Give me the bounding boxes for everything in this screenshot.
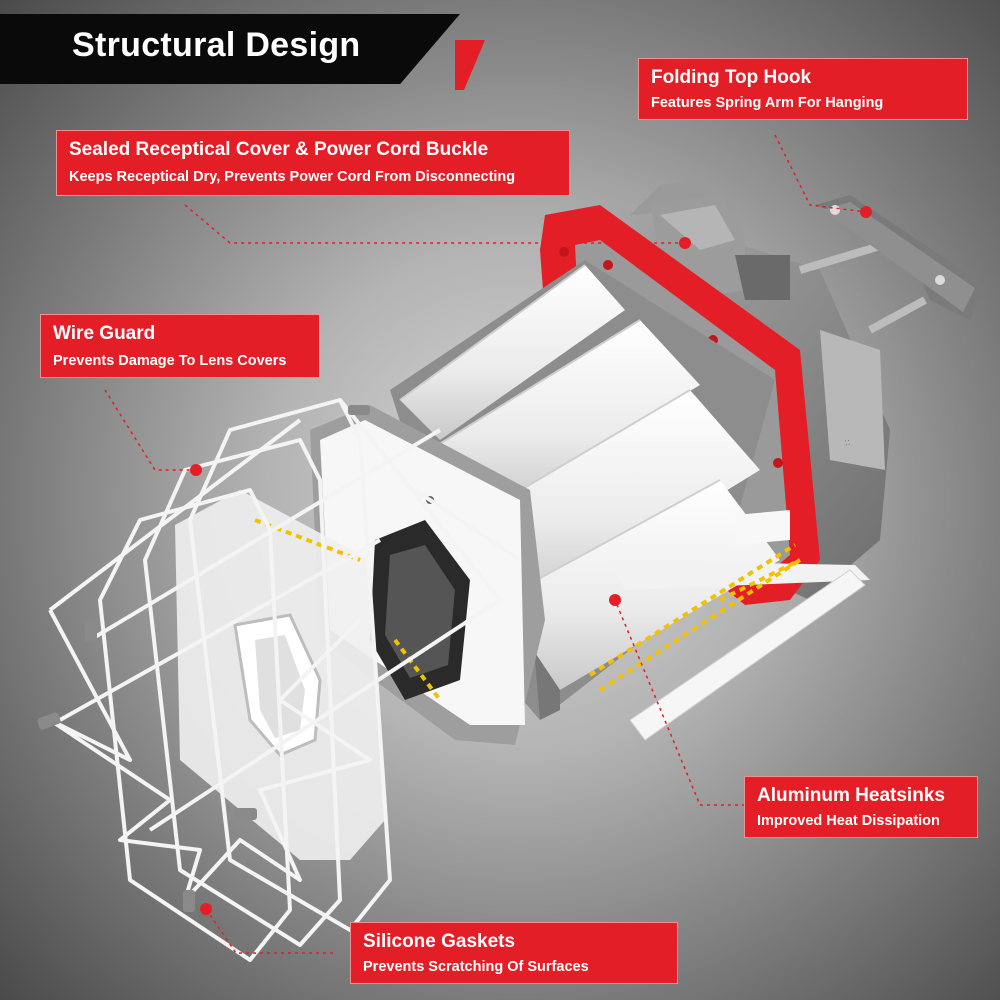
callout-heading: Aluminum Heatsinks: [757, 785, 945, 806]
callout-subtext: Prevents Damage To Lens Covers: [53, 353, 287, 369]
callout-aluminum-heatsinks: Aluminum Heatsinks Improved Heat Dissipa…: [744, 776, 978, 838]
callout-subtext: Keeps Receptical Dry, Prevents Power Cor…: [69, 169, 516, 185]
callout-silicone-gaskets: Silicone Gaskets Prevents Scratching Of …: [350, 922, 678, 984]
callout-subtext: Features Spring Arm For Hanging: [651, 95, 884, 111]
callout-heading: Sealed Receptical Cover & Power Cord Buc…: [69, 139, 489, 160]
callout-heading: Wire Guard: [53, 323, 156, 344]
callout-heading: Silicone Gaskets: [363, 931, 516, 952]
callout-subtext: Improved Heat Dissipation: [757, 813, 940, 829]
title-banner: [0, 14, 460, 84]
wire-guard-clips: [37, 405, 370, 912]
svg-text:: :: : :: [843, 439, 851, 446]
page-title: Structural Design: [72, 26, 361, 64]
callout-heading: Folding Top Hook: [651, 67, 812, 88]
callout-wire-guard: Wire Guard Prevents Damage To Lens Cover…: [40, 314, 320, 378]
callout-subtext: Prevents Scratching Of Surfaces: [363, 959, 589, 975]
callout-sealed-cover: Sealed Receptical Cover & Power Cord Buc…: [56, 130, 570, 196]
callout-folding-top-hook: Folding Top Hook Features Spring Arm For…: [638, 58, 968, 120]
